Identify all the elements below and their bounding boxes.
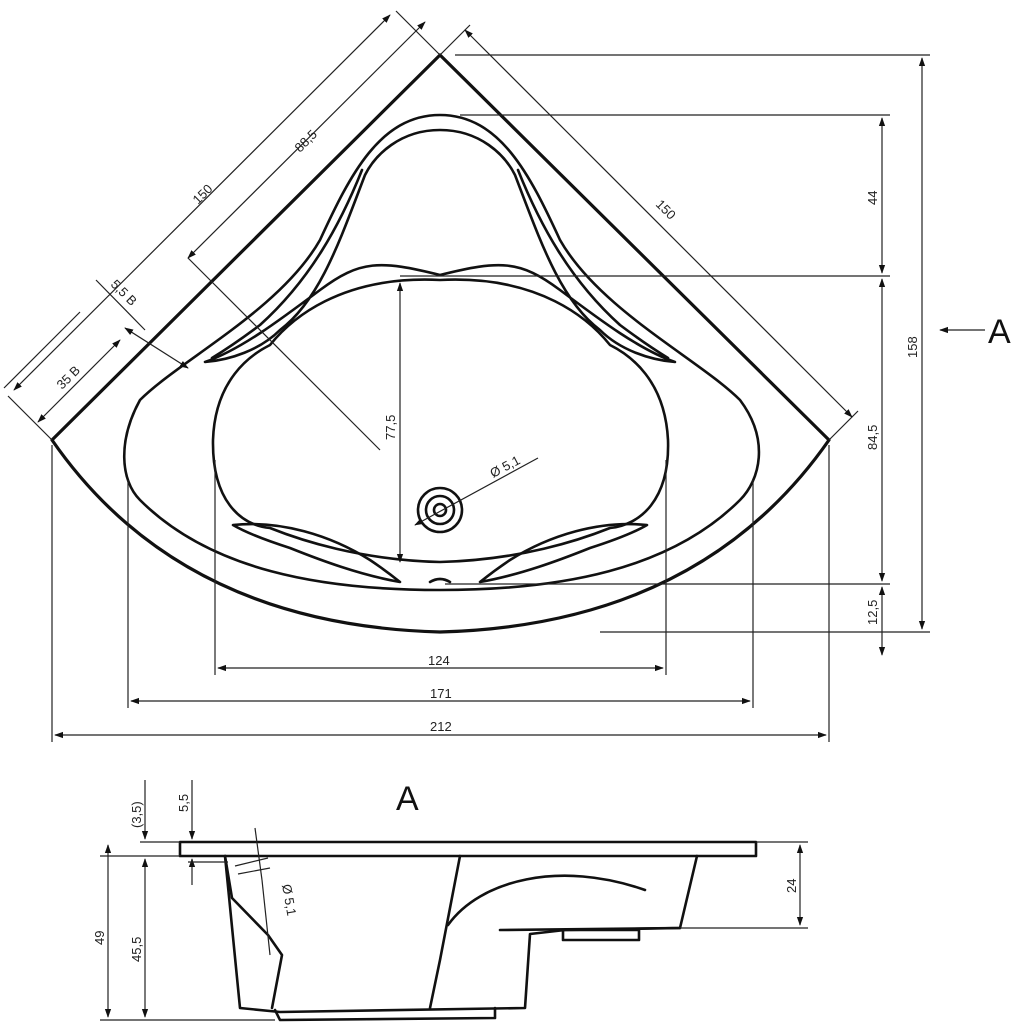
dim-seat-depth: 44 [865,191,880,205]
dim-width-inner: 124 [428,653,450,668]
plan-view: Ø 5,1 150 88,5 5,5 B 35 B 150 158 44 [3,10,1011,742]
dim-rim-back: 5,5 B [108,277,140,309]
dim-rim-front: 35 B [54,363,84,393]
dim-rim-gap: (3,5) [129,801,144,828]
drain-icon [416,486,464,534]
dim-basin-height: 24 [784,879,799,893]
tub-basin [211,278,670,564]
dim-basin-length: 77,5 [383,415,398,440]
dim-width-total: 212 [430,719,452,734]
leaf-left [231,522,402,584]
dim-side-right: 150 [653,197,679,223]
dim-total-depth: 158 [905,336,920,358]
dim-body-height: 45,5 [129,937,144,962]
dim-drain-section: Ø 5,1 [279,883,299,917]
dim-total-height: 49 [92,931,107,945]
section-curve [446,874,647,927]
tub-seat-upper [203,128,677,364]
dim-side-left: 150 [190,181,216,207]
section-rim [178,840,758,858]
leaf-right [478,522,649,584]
section-foot [561,928,641,942]
section-title: A [396,780,419,818]
dim-basin-front: 84,5 [865,425,880,450]
dim-rim-thickness: 5,5 [176,794,191,812]
section-body [223,854,699,1014]
section-side [428,854,462,1010]
dim-front-rim: 12,5 [865,600,880,625]
section-drain-pipe [273,1006,497,1022]
tub-outer-outline [50,53,831,634]
section-view: A 49 45,5 (3,5) 5,5 24 Ø 5,1 [92,780,808,1022]
view-marker-a: A [988,313,1011,351]
overflow-slot [428,577,452,584]
dim-width-mid: 171 [430,686,452,701]
